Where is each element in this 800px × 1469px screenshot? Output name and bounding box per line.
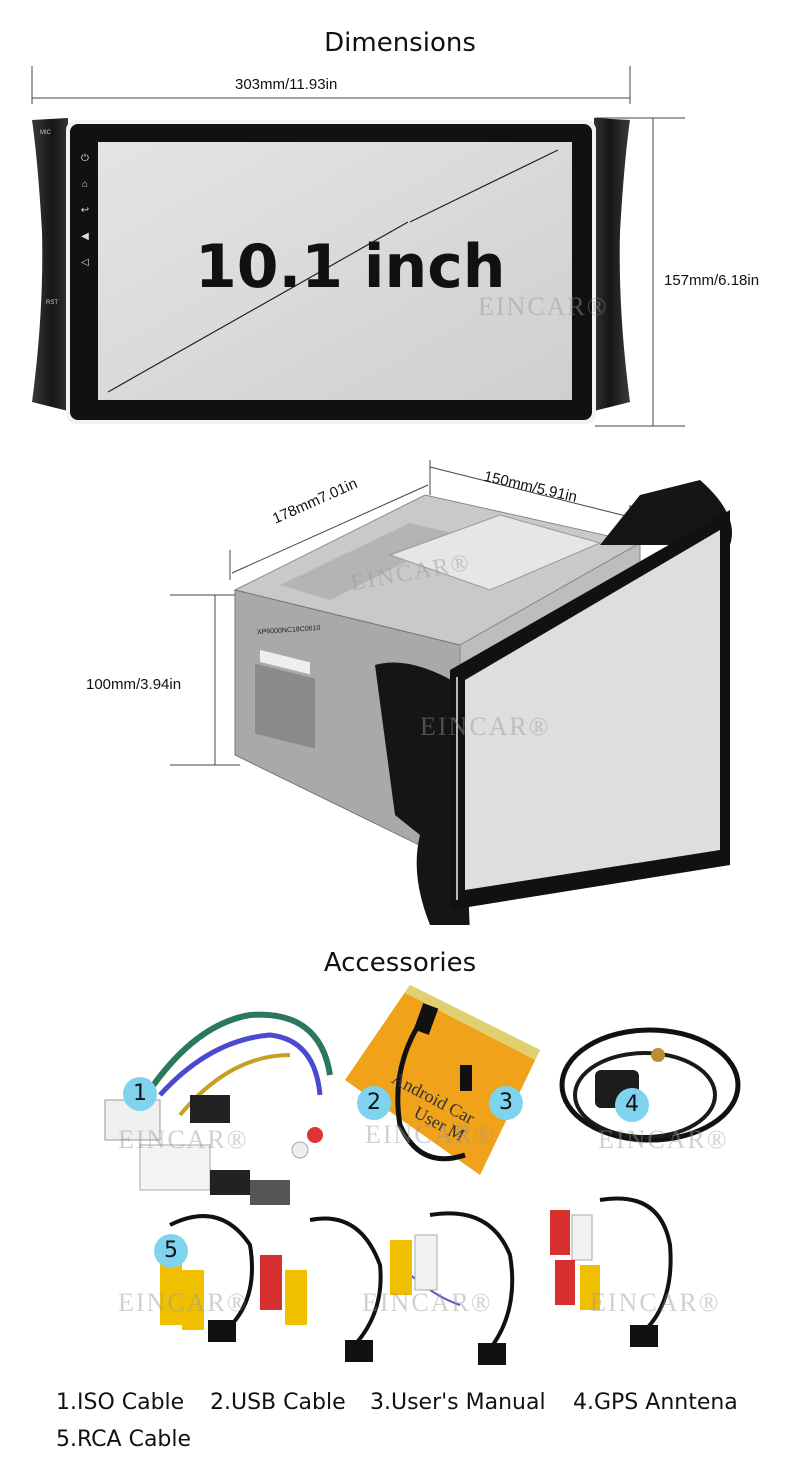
head-unit-side: [170, 460, 732, 925]
legend-usb-cable: 2.USB Cable: [210, 1390, 346, 1415]
side-height-label: 100mm/3.94in: [86, 676, 182, 693]
home-icon[interactable]: ⌂: [81, 179, 89, 190]
gps-antenna: [559, 1027, 741, 1143]
head-unit-front: [32, 118, 630, 424]
width-dimension-line: [31, 66, 631, 104]
badge-3: 3: [489, 1086, 523, 1120]
legend-rca-cable: 5.RCA Cable: [56, 1427, 192, 1452]
badge-2: 2: [357, 1086, 391, 1120]
front-height-label: 157mm/6.18in: [664, 272, 760, 289]
badge-5: 5: [154, 1234, 188, 1268]
rca-cable-3: [390, 1211, 515, 1365]
watermark-acc-2: EINCAR®: [365, 1120, 496, 1149]
watermark-acc-1: EINCAR®: [118, 1125, 249, 1154]
legend-iso-cable: 1.ISO Cable: [56, 1390, 185, 1415]
rca-cable-2: [260, 1216, 383, 1362]
power-icon[interactable]: ⏻: [81, 153, 89, 164]
watermark-side-2: EINCAR®: [420, 712, 551, 741]
volume-down-icon[interactable]: ◁: [81, 257, 89, 268]
watermark-acc-3: EINCAR®: [598, 1125, 729, 1154]
dimensions-title: Dimensions: [324, 28, 476, 58]
accessories-photo: [104, 985, 741, 1365]
legend-users-manual: 3.User's Manual: [370, 1390, 546, 1415]
users-manual: [345, 985, 540, 1175]
watermark-front: EINCAR®: [478, 292, 609, 321]
badge-1: 1: [123, 1077, 157, 1111]
volume-up-icon[interactable]: ◀: [81, 231, 89, 242]
accessories-title: Accessories: [323, 948, 477, 978]
width-label: 303mm/11.93in: [235, 76, 338, 93]
rst-label: RST: [46, 300, 58, 306]
height-dimension-line: [595, 117, 685, 427]
rca-cable-4: [550, 1196, 673, 1347]
screen-size-label: 10.1 inch: [195, 232, 506, 302]
watermark-acc-4: EINCAR®: [118, 1288, 249, 1317]
watermark-acc-5: EINCAR®: [362, 1288, 493, 1317]
rca-cable-1: [160, 1214, 254, 1342]
badge-4: 4: [615, 1088, 649, 1122]
watermark-acc-6: EINCAR®: [590, 1288, 721, 1317]
mic-label: MIC: [40, 130, 51, 136]
back-icon[interactable]: ↩: [80, 205, 90, 216]
legend-gps-antenna: 4.GPS Anntena: [573, 1390, 738, 1415]
